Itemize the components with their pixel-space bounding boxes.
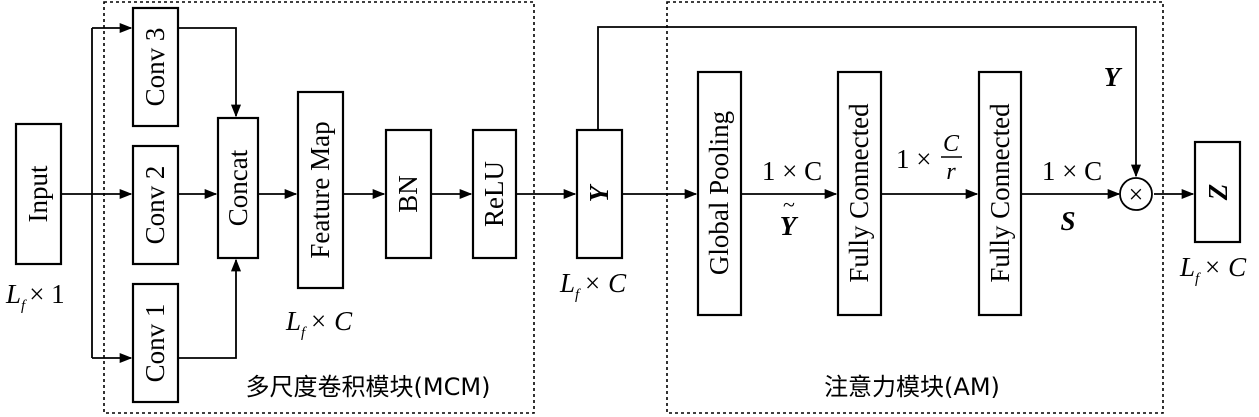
fc1-output-dim: 1 × C r bbox=[896, 131, 962, 185]
z-dim-label: Lf× C bbox=[1179, 252, 1247, 287]
connections bbox=[61, 22, 1195, 364]
conv3-label: Conv 3 bbox=[140, 28, 170, 107]
block-fc1: Fully Connected bbox=[836, 70, 883, 317]
y-dim-label: Lf× C bbox=[559, 268, 627, 303]
conv1-label: Conv 1 bbox=[140, 304, 170, 383]
svg-text:Y: Y bbox=[780, 211, 799, 241]
svg-text:~: ~ bbox=[783, 192, 795, 217]
wire-skip-y bbox=[597, 26, 1142, 178]
svg-text:Lf× C: Lf× C bbox=[1179, 252, 1247, 287]
svg-text:r: r bbox=[946, 159, 956, 185]
relu-label: ReLU bbox=[479, 161, 509, 227]
svg-text:Lf× C: Lf× C bbox=[559, 268, 627, 303]
pooling-output-dim: 1 × C bbox=[762, 156, 822, 186]
block-input: Input bbox=[14, 122, 63, 266]
feature-map-dim-label: Lf× C bbox=[285, 306, 353, 341]
block-conv2: Conv 2 bbox=[131, 144, 180, 266]
block-feature-map: Feature Map bbox=[296, 90, 345, 290]
svg-text:C: C bbox=[943, 131, 960, 157]
wire-conv1-concat bbox=[178, 258, 242, 359]
global-pooling-label: Global Pooling bbox=[704, 111, 734, 275]
block-relu: ReLU bbox=[471, 128, 518, 260]
skip-connection-symbol: Y bbox=[1104, 62, 1123, 92]
block-global-pooling: Global Pooling bbox=[696, 70, 743, 317]
multiply-node: × bbox=[1119, 177, 1153, 211]
input-label: Input bbox=[23, 165, 53, 222]
mcm-module-frame bbox=[103, 1, 535, 414]
block-fc2: Fully Connected bbox=[977, 70, 1023, 317]
conv2-label: Conv 2 bbox=[140, 166, 170, 245]
z-label: Z bbox=[1203, 184, 1233, 202]
fc2-output-symbol: S bbox=[1060, 206, 1075, 236]
pooling-output-symbol: Y ~ bbox=[780, 192, 799, 241]
wire-conv3-concat bbox=[178, 27, 242, 118]
am-module-title: 注意力模块(AM) bbox=[824, 373, 1000, 401]
svg-text:Lf× C: Lf× C bbox=[285, 306, 353, 341]
multiply-icon: × bbox=[1129, 180, 1144, 209]
block-conv3: Conv 3 bbox=[131, 6, 180, 128]
fc1-label: Fully Connected bbox=[844, 103, 874, 283]
svg-text:1 ×: 1 × bbox=[896, 144, 931, 174]
input-dim-label: Lf× 1 bbox=[5, 279, 65, 314]
block-y: Y bbox=[575, 128, 624, 260]
am-module-frame bbox=[666, 1, 1164, 414]
fc2-output-dim: 1 × C bbox=[1042, 156, 1102, 186]
fc2-label: Fully Connected bbox=[985, 103, 1015, 283]
y-label: Y bbox=[584, 183, 614, 202]
block-concat: Concat bbox=[216, 116, 260, 260]
block-bn: BN bbox=[384, 128, 433, 260]
concat-label: Concat bbox=[223, 149, 253, 226]
mcm-module-title: 多尺度卷积模块(MCM) bbox=[246, 373, 491, 401]
block-z: Z bbox=[1193, 140, 1242, 244]
bn-label: BN bbox=[393, 175, 423, 213]
svg-text:Lf× 1: Lf× 1 bbox=[5, 279, 65, 314]
feature-map-label: Feature Map bbox=[305, 121, 335, 258]
block-conv1: Conv 1 bbox=[131, 282, 180, 404]
